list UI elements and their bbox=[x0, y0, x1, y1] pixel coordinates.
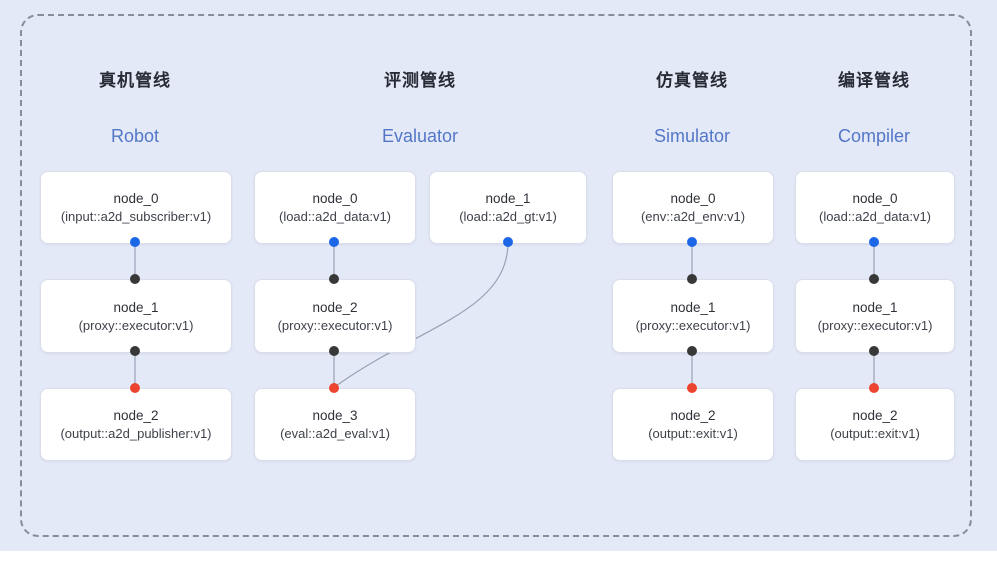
node-name: node_0 bbox=[312, 191, 358, 206]
robot-node1-input-port-dot bbox=[130, 274, 140, 284]
robot-node-1: node_1 (proxy::executor:v1) bbox=[40, 279, 232, 353]
node-name: node_2 bbox=[852, 408, 898, 423]
evaluator-node-0: node_0 (load::a2d_data:v1) bbox=[254, 171, 416, 244]
simulator-node1-output-port-dot bbox=[687, 346, 697, 356]
node-name: node_0 bbox=[113, 191, 159, 206]
node-name: node_0 bbox=[852, 191, 898, 206]
pipeline-title-en-robot: Robot bbox=[110, 126, 160, 146]
pipeline-title-en-evaluator: Evaluator bbox=[381, 126, 459, 146]
pipeline-title-zh-evaluator: 评测管线 bbox=[384, 71, 456, 90]
compiler-node-1: node_1 (proxy::executor:v1) bbox=[795, 279, 955, 353]
simulator-node-1: node_1 (proxy::executor:v1) bbox=[612, 279, 774, 353]
evaluator-node2-input-port-dot bbox=[329, 274, 339, 284]
robot-node2-input-port-dot bbox=[130, 383, 140, 393]
compiler-node1-input-port-dot bbox=[869, 274, 879, 284]
node-type: (load::a2d_data:v1) bbox=[818, 209, 932, 224]
node-type: (output::a2d_publisher:v1) bbox=[60, 426, 212, 441]
node-name: node_2 bbox=[113, 408, 159, 423]
evaluator-node-1: node_1 (load::a2d_gt:v1) bbox=[429, 171, 587, 244]
node-type: (env::a2d_env:v1) bbox=[640, 209, 746, 224]
pipeline-title-zh-compiler: 编译管线 bbox=[838, 71, 910, 90]
evaluator-node-2: node_2 (proxy::executor:v1) bbox=[254, 279, 416, 353]
robot-node-0: node_0 (input::a2d_subscriber:v1) bbox=[40, 171, 232, 244]
node-type: (output::exit:v1) bbox=[830, 426, 920, 441]
node-type: (load::a2d_data:v1) bbox=[278, 209, 392, 224]
simulator-node2-input-port-dot bbox=[687, 383, 697, 393]
evaluator-node1-output-port-dot bbox=[503, 237, 513, 247]
simulator-node0-output-port-dot bbox=[687, 237, 697, 247]
diagram-canvas: 真机管线 Robot 评测管线 Evaluator 仿真管线 Simulator… bbox=[0, 0, 997, 551]
simulator-node-0: node_0 (env::a2d_env:v1) bbox=[612, 171, 774, 244]
compiler-node-0: node_0 (load::a2d_data:v1) bbox=[795, 171, 955, 244]
simulator-node-2: node_2 (output::exit:v1) bbox=[612, 388, 774, 461]
compiler-node-2: node_2 (output::exit:v1) bbox=[795, 388, 955, 461]
robot-node-2: node_2 (output::a2d_publisher:v1) bbox=[40, 388, 232, 461]
evaluator-node2-output-port-dot bbox=[329, 346, 339, 356]
pipeline-title-en-simulator: Simulator bbox=[653, 126, 731, 146]
robot-node1-output-port-dot bbox=[130, 346, 140, 356]
simulator-node1-input-port-dot bbox=[687, 274, 697, 284]
evaluator-node-3: node_3 (eval::a2d_eval:v1) bbox=[254, 388, 416, 461]
node-name: node_1 bbox=[670, 299, 716, 315]
node-type: (load::a2d_gt:v1) bbox=[459, 209, 557, 224]
node-type: (proxy::executor:v1) bbox=[277, 317, 393, 333]
node-name: node_0 bbox=[670, 191, 716, 206]
pipeline-title-zh-simulator: 仿真管线 bbox=[656, 71, 728, 90]
node-name: node_1 bbox=[113, 299, 159, 315]
pipeline-title-en-compiler: Compiler bbox=[837, 126, 911, 146]
node-type: (input::a2d_subscriber:v1) bbox=[60, 209, 212, 224]
diagram-dashed-border bbox=[20, 14, 972, 537]
edges-layer bbox=[134, 242, 875, 388]
evaluator-node0-output-port-dot bbox=[329, 237, 339, 247]
robot-node0-output-port-dot bbox=[130, 237, 140, 247]
evaluator-node3-input-port-dot bbox=[329, 383, 339, 393]
node-type: (proxy::executor:v1) bbox=[817, 317, 933, 333]
node-name: node_2 bbox=[312, 299, 358, 315]
node-type: (output::exit:v1) bbox=[648, 426, 738, 441]
edge-evaluator-n1-n3-curve bbox=[335, 243, 509, 387]
compiler-node0-output-port-dot bbox=[869, 237, 879, 247]
node-name: node_3 bbox=[312, 408, 358, 423]
compiler-node1-output-port-dot bbox=[869, 346, 879, 356]
node-type: (proxy::executor:v1) bbox=[78, 317, 194, 333]
pipeline-title-zh-robot: 真机管线 bbox=[99, 71, 171, 90]
compiler-node2-input-port-dot bbox=[869, 383, 879, 393]
node-name: node_1 bbox=[485, 191, 531, 206]
node-name: node_2 bbox=[670, 408, 716, 423]
node-type: (proxy::executor:v1) bbox=[635, 317, 751, 333]
node-name: node_1 bbox=[852, 299, 898, 315]
node-type: (eval::a2d_eval:v1) bbox=[280, 426, 390, 441]
